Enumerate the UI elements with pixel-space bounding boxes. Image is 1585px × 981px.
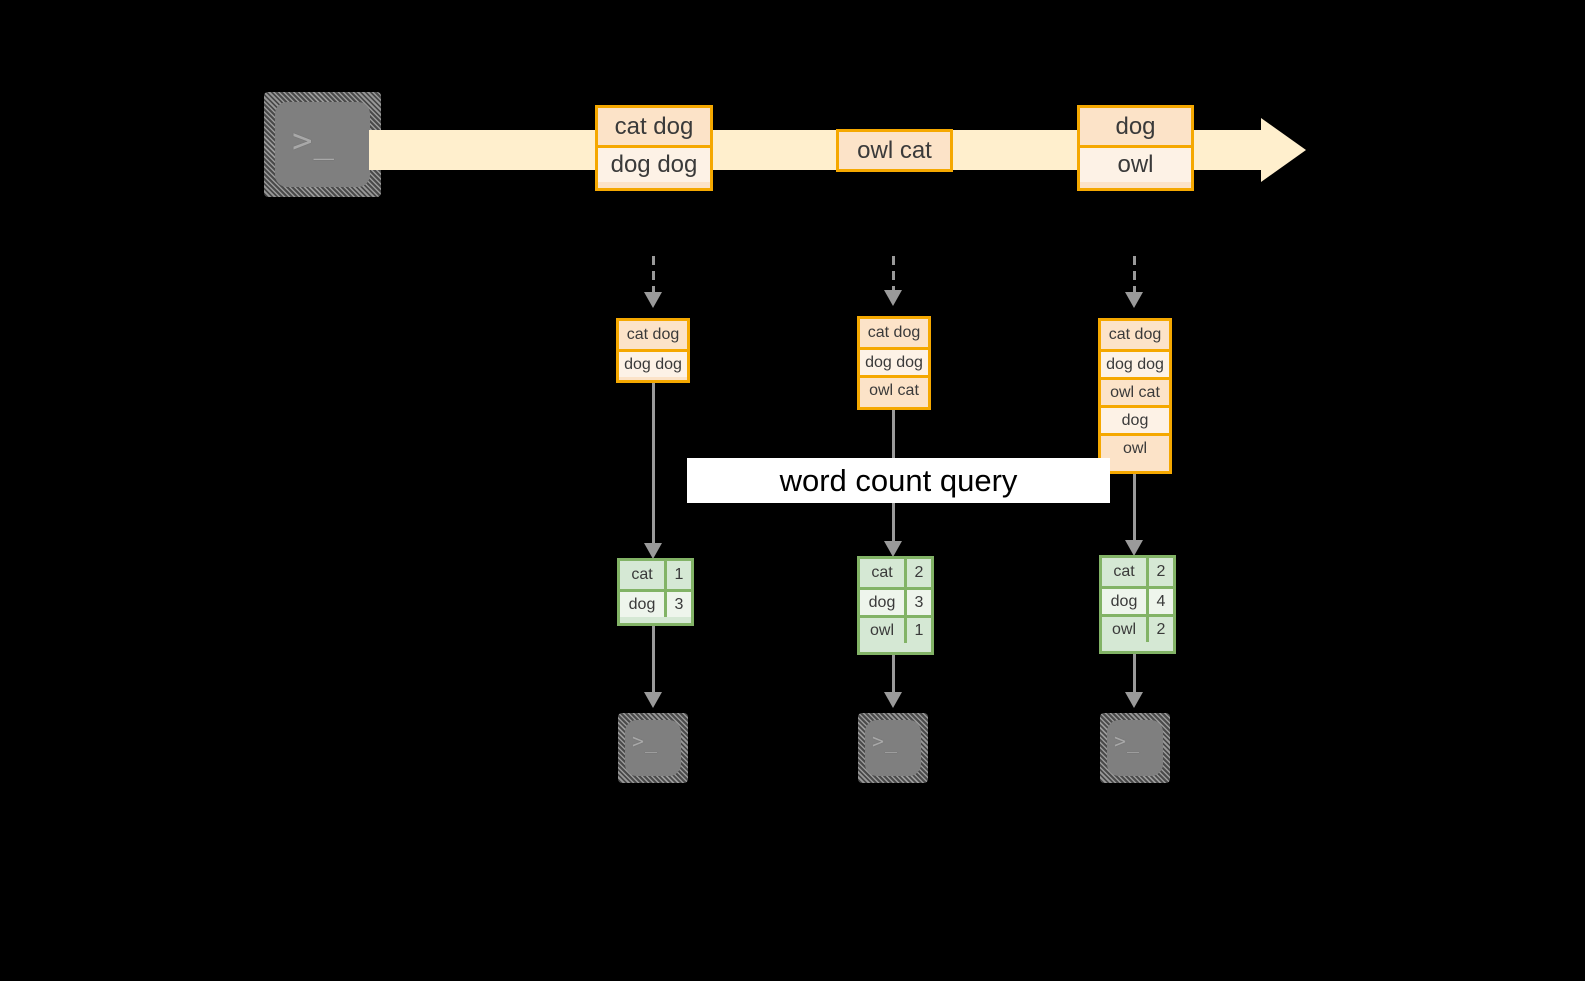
- terminal-body: [625, 720, 681, 776]
- table-cell-word: dog: [1102, 589, 1146, 614]
- table-row: cat 2: [1102, 558, 1173, 586]
- table-cell-word: dog: [620, 592, 664, 617]
- snapshot-row: dog dog: [619, 349, 687, 377]
- terminal-prompt-glyph: >_: [872, 729, 899, 753]
- table-cell-count: 2: [1146, 617, 1173, 642]
- table-cell-count: 3: [664, 592, 691, 617]
- table-cell-count: 1: [904, 618, 931, 643]
- stream-record-2: owl cat: [836, 129, 953, 172]
- table-cell-count: 2: [904, 559, 931, 587]
- result-table-3: cat 2 dog 4 owl 2: [1099, 555, 1176, 654]
- snapshot-to-result-connector-1: [652, 383, 655, 545]
- table-cell-count: 2: [1146, 558, 1173, 586]
- snapshot-to-result-arrowhead-3: [1125, 540, 1143, 556]
- table-row: owl 1: [860, 615, 931, 643]
- table-row: cat 2: [860, 559, 931, 587]
- result-to-sink-connector-3: [1133, 654, 1136, 694]
- snapshot-row: dog dog: [860, 347, 928, 375]
- stream-to-snapshot-arrowhead-2: [884, 290, 902, 306]
- snapshot-row: owl: [1101, 433, 1169, 461]
- snapshot-row: owl cat: [860, 375, 928, 403]
- result-to-sink-connector-1: [652, 626, 655, 694]
- result-to-sink-arrowhead-1: [644, 692, 662, 708]
- result-to-sink-arrowhead-3: [1125, 692, 1143, 708]
- snapshot-to-result-arrowhead-2: [884, 541, 902, 557]
- table-row: cat 1: [620, 561, 691, 589]
- terminal-body: [865, 720, 921, 776]
- stream-record-row: owl cat: [839, 132, 950, 169]
- result-table-2: cat 2 dog 3 owl 1: [857, 556, 934, 655]
- terminal-prompt-glyph: >_: [1114, 729, 1141, 753]
- stream-to-snapshot-connector-2: [892, 256, 895, 292]
- snapshot-1: cat dog dog dog: [616, 318, 690, 383]
- stream-record-3: dog owl: [1077, 105, 1194, 191]
- table-row: dog 4: [1102, 586, 1173, 614]
- stream-record-row: cat dog: [598, 108, 710, 145]
- stream-record-row: dog dog: [598, 145, 710, 182]
- query-banner: word count query: [687, 458, 1110, 503]
- stream-record-1: cat dog dog dog: [595, 105, 713, 191]
- snapshot-to-result-connector-3: [1133, 474, 1136, 542]
- table-cell-word: dog: [860, 590, 904, 615]
- source-terminal-icon: >_: [264, 92, 381, 197]
- terminal-prompt-glyph: >_: [292, 121, 335, 161]
- result-to-sink-connector-2: [892, 655, 895, 694]
- table-row: dog 3: [860, 587, 931, 615]
- sink-terminal-2: >_: [858, 713, 928, 783]
- result-to-sink-arrowhead-2: [884, 692, 902, 708]
- snapshot-row: cat dog: [1101, 321, 1169, 349]
- snapshot-row: dog: [1101, 405, 1169, 433]
- terminal-body: [275, 102, 370, 187]
- table-row: dog 3: [620, 589, 691, 617]
- snapshot-row: dog dog: [1101, 349, 1169, 377]
- snapshot-row: cat dog: [619, 321, 687, 349]
- table-cell-word: owl: [860, 618, 904, 643]
- table-cell-count: 1: [664, 561, 691, 589]
- snapshot-3: cat dog dog dog owl cat dog owl: [1098, 318, 1172, 474]
- table-row: owl 2: [1102, 614, 1173, 642]
- stream-record-row: dog: [1080, 108, 1191, 145]
- result-table-1: cat 1 dog 3: [617, 558, 694, 626]
- snapshot-row: cat dog: [860, 319, 928, 347]
- stream-to-snapshot-arrowhead-1: [644, 292, 662, 308]
- stream-to-snapshot-arrowhead-3: [1125, 292, 1143, 308]
- sink-terminal-3: >_: [1100, 713, 1170, 783]
- stream-to-snapshot-connector-3: [1133, 256, 1136, 294]
- event-stream-arrowhead: [1261, 118, 1306, 182]
- table-cell-word: owl: [1102, 617, 1146, 642]
- table-cell-word: cat: [860, 559, 904, 587]
- stream-to-snapshot-connector-1: [652, 256, 655, 294]
- snapshot-2: cat dog dog dog owl cat: [857, 316, 931, 410]
- terminal-prompt-glyph: >_: [632, 729, 659, 753]
- stream-record-row: owl: [1080, 145, 1191, 182]
- sink-terminal-1: >_: [618, 713, 688, 783]
- table-cell-word: cat: [1102, 558, 1146, 586]
- table-cell-word: cat: [620, 561, 664, 589]
- table-cell-count: 3: [904, 590, 931, 615]
- snapshot-to-result-arrowhead-1: [644, 543, 662, 559]
- table-cell-count: 4: [1146, 589, 1173, 614]
- terminal-body: [1107, 720, 1163, 776]
- snapshot-row: owl cat: [1101, 377, 1169, 405]
